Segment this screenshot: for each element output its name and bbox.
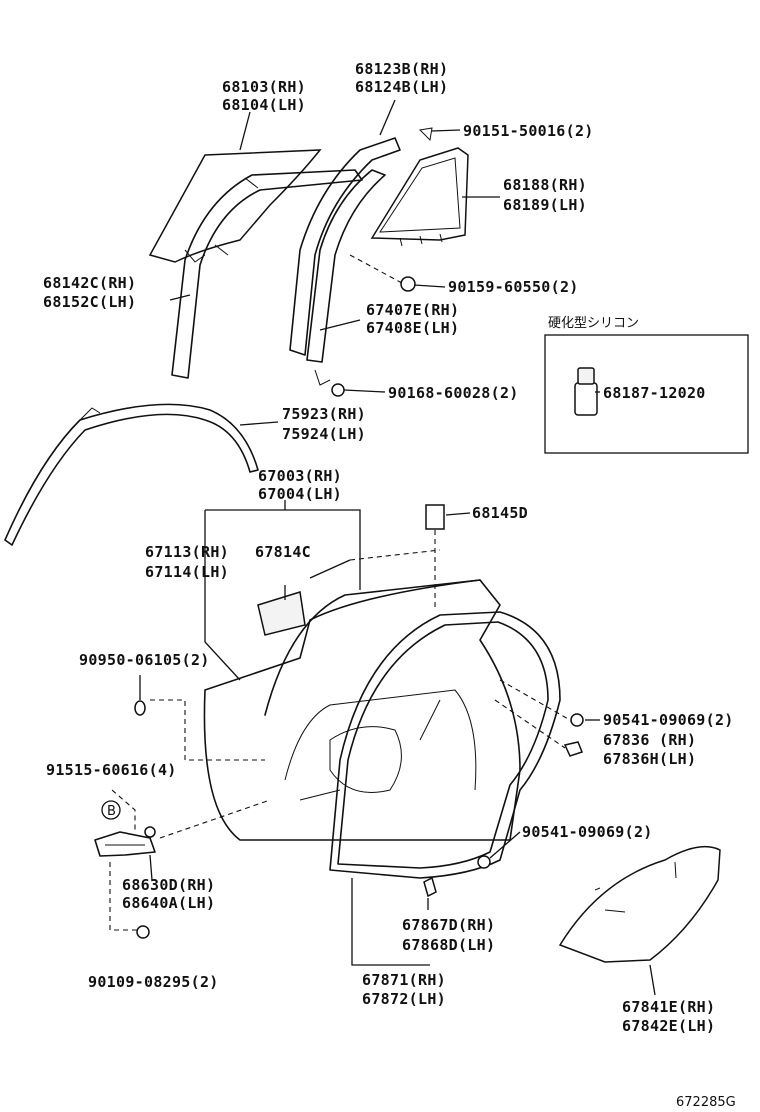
silicone-box bbox=[544, 334, 749, 454]
callout-b-letter: B bbox=[107, 804, 116, 819]
label-67868D: 67868D(LH) bbox=[402, 936, 495, 954]
clip-67867D-drawing bbox=[423, 876, 437, 898]
label-67871: 67871(RH) bbox=[362, 971, 446, 989]
label-68640A: 68640A(LH) bbox=[122, 894, 215, 912]
label-68189: 68189(LH) bbox=[503, 196, 587, 214]
screw-90109-drawing bbox=[136, 925, 150, 939]
label-67841E: 67841E(RH) bbox=[622, 998, 715, 1016]
label-91515: 91515-60616(4) bbox=[46, 761, 177, 779]
label-67836H: 67836H(LH) bbox=[603, 750, 696, 768]
leader-lines bbox=[109, 99, 656, 996]
screw-90151-drawing bbox=[418, 127, 433, 142]
label-plate-drawing bbox=[257, 591, 306, 636]
label-75924: 75924(LH) bbox=[282, 425, 366, 443]
label-67004: 67004(LH) bbox=[258, 485, 342, 503]
label-90541a: 90541-09069(2) bbox=[603, 711, 734, 729]
diagram-code: 672285G bbox=[676, 1095, 736, 1110]
quarter-glass-drawing bbox=[370, 147, 469, 247]
silicone-bottle-drawing bbox=[574, 367, 598, 416]
door-lock-drawing bbox=[94, 826, 156, 857]
division-bar-drawing bbox=[289, 137, 401, 386]
label-68142C: 68142C(RH) bbox=[43, 274, 136, 292]
label-67407E: 67407E(RH) bbox=[366, 301, 459, 319]
screw-90541b-drawing bbox=[477, 855, 491, 869]
label-68104: 68104(LH) bbox=[222, 96, 306, 114]
label-68123B: 68123B(RH) bbox=[355, 60, 448, 78]
screw-90159-drawing bbox=[400, 276, 416, 292]
label-68124B: 68124B(LH) bbox=[355, 78, 448, 96]
pad-drawing bbox=[425, 504, 445, 530]
screw-90168-drawing bbox=[331, 383, 345, 397]
label-68630D: 68630D(RH) bbox=[122, 876, 215, 894]
label-90541b: 90541-09069(2) bbox=[522, 823, 653, 841]
label-67867D: 67867D(RH) bbox=[402, 916, 495, 934]
label-90168: 90168-60028(2) bbox=[388, 384, 519, 402]
label-68145D: 68145D bbox=[472, 504, 528, 522]
label-68187: 68187-12020 bbox=[603, 384, 706, 402]
molding-drawing bbox=[4, 403, 259, 546]
label-75923: 75923(RH) bbox=[282, 405, 366, 423]
callout-b: B bbox=[101, 800, 121, 820]
label-68152C: 68152C(LH) bbox=[43, 293, 136, 311]
label-90109: 90109-08295(2) bbox=[88, 973, 219, 991]
label-90151: 90151-50016(2) bbox=[463, 122, 594, 140]
label-67842E: 67842E(LH) bbox=[622, 1017, 715, 1035]
clip-90950-drawing bbox=[134, 700, 146, 716]
screw-90541a-drawing bbox=[570, 713, 584, 727]
clip-67836-drawing bbox=[563, 741, 583, 757]
label-silicone: 硬化型シリコン bbox=[548, 316, 639, 331]
run-channel-drawing bbox=[171, 169, 363, 379]
label-67408E: 67408E(LH) bbox=[366, 319, 459, 337]
label-67114: 67114(LH) bbox=[145, 563, 229, 581]
label-67836: 67836 (RH) bbox=[603, 731, 696, 749]
label-67814C: 67814C bbox=[255, 543, 311, 561]
label-90159: 90159-60550(2) bbox=[448, 278, 579, 296]
label-67003: 67003(RH) bbox=[258, 467, 342, 485]
label-67872: 67872(LH) bbox=[362, 990, 446, 1008]
door-panel-drawing bbox=[203, 579, 521, 841]
label-67113: 67113(RH) bbox=[145, 543, 229, 561]
part-labels: 68103(RH) 68104(LH) 68123B(RH) 68124B(LH… bbox=[43, 60, 736, 1110]
hole-cover-drawing bbox=[558, 845, 721, 963]
label-90950: 90950-06105(2) bbox=[79, 651, 210, 669]
label-68188: 68188(RH) bbox=[503, 176, 587, 194]
label-68103: 68103(RH) bbox=[222, 78, 306, 96]
